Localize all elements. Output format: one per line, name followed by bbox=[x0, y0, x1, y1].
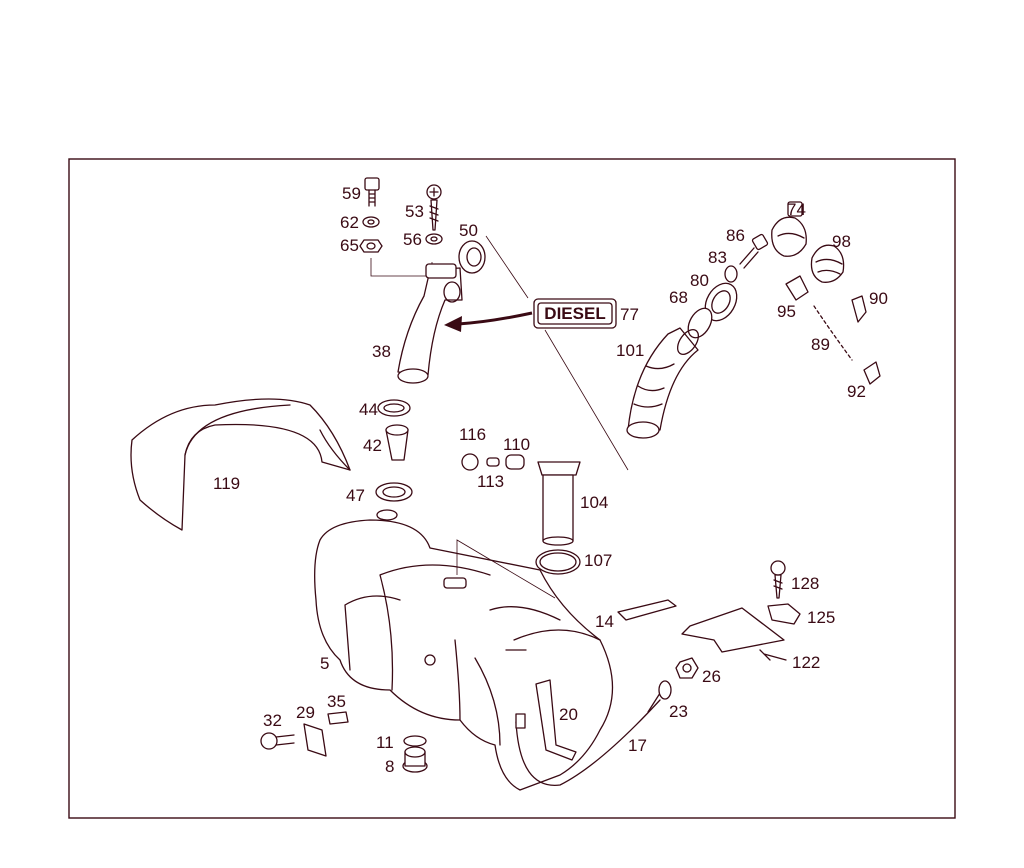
washer-56 bbox=[425, 233, 443, 245]
diesel-arrow bbox=[457, 311, 533, 326]
seal-11 bbox=[403, 735, 427, 747]
bolt-86 bbox=[739, 233, 769, 269]
filler-neck-38 bbox=[397, 263, 463, 384]
label-17: 17 bbox=[628, 736, 647, 755]
label-44: 44 bbox=[359, 400, 378, 419]
filler-hose-101 bbox=[626, 327, 700, 439]
hose-42 bbox=[385, 424, 409, 461]
label-26: 26 bbox=[702, 667, 721, 686]
seal-107 bbox=[535, 549, 581, 575]
label-56: 56 bbox=[403, 230, 422, 249]
nut-116 bbox=[461, 453, 479, 471]
label-62: 62 bbox=[340, 213, 359, 232]
fuel-tank-5 bbox=[314, 509, 614, 791]
chain-89 bbox=[813, 305, 853, 361]
label-14: 14 bbox=[595, 612, 614, 631]
label-104: 104 bbox=[580, 493, 608, 512]
shield-plate-122 bbox=[681, 607, 787, 661]
bolt-32 bbox=[260, 732, 295, 750]
label-47: 47 bbox=[346, 486, 365, 505]
washer-23 bbox=[658, 680, 672, 700]
clip-125 bbox=[767, 603, 801, 625]
label-65: 65 bbox=[340, 236, 359, 255]
clip-92 bbox=[863, 361, 881, 385]
diesel-badge-77: DIESEL bbox=[533, 298, 617, 329]
sender-unit-104 bbox=[537, 461, 581, 546]
clip-95 bbox=[785, 275, 809, 301]
label-86: 86 bbox=[726, 226, 745, 245]
hose-clamp-47 bbox=[375, 482, 413, 502]
label-59: 59 bbox=[342, 184, 361, 203]
plug-8 bbox=[402, 746, 428, 773]
sleeve-110 bbox=[505, 454, 525, 470]
label-101: 101 bbox=[616, 341, 644, 360]
label-83: 83 bbox=[708, 248, 727, 267]
label-98: 98 bbox=[832, 232, 851, 251]
label-95: 95 bbox=[777, 302, 796, 321]
screw-128 bbox=[770, 560, 786, 599]
label-90: 90 bbox=[869, 289, 888, 308]
label-5: 5 bbox=[320, 654, 329, 673]
label-50: 50 bbox=[459, 221, 478, 240]
label-68: 68 bbox=[669, 288, 688, 307]
label-107: 107 bbox=[584, 551, 612, 570]
heat-shield-119 bbox=[130, 398, 351, 531]
label-42: 42 bbox=[363, 436, 382, 455]
tank-strap-20 bbox=[535, 679, 577, 761]
label-80: 80 bbox=[690, 271, 709, 290]
label-32: 32 bbox=[263, 711, 282, 730]
clip-35 bbox=[327, 711, 349, 725]
label-77: 77 bbox=[620, 305, 639, 324]
label-23: 23 bbox=[669, 702, 688, 721]
label-89: 89 bbox=[811, 335, 830, 354]
label-116: 116 bbox=[459, 425, 486, 444]
strip-14 bbox=[617, 599, 677, 621]
label-74: 74 bbox=[787, 200, 806, 219]
bolt-59 bbox=[364, 177, 380, 207]
label-11: 11 bbox=[376, 733, 394, 752]
label-128: 128 bbox=[791, 574, 819, 593]
screw-53 bbox=[426, 184, 442, 231]
label-20: 20 bbox=[559, 705, 578, 724]
label-29: 29 bbox=[296, 703, 315, 722]
bracket-29 bbox=[303, 723, 327, 757]
label-125: 125 bbox=[807, 608, 835, 627]
filler-cap-74 bbox=[771, 201, 807, 257]
label-110: 110 bbox=[503, 435, 530, 454]
label-122: 122 bbox=[792, 653, 820, 672]
nut-65 bbox=[359, 239, 383, 253]
diagram-frame bbox=[68, 158, 956, 819]
label-113: 113 bbox=[477, 472, 504, 491]
flange-80 bbox=[704, 282, 738, 322]
label-8: 8 bbox=[385, 757, 394, 776]
filler-cap-98 bbox=[810, 244, 845, 283]
washer-62 bbox=[362, 216, 380, 228]
diesel-badge-text: DIESEL bbox=[544, 304, 605, 323]
nut-26 bbox=[675, 657, 699, 679]
label-35: 35 bbox=[327, 692, 346, 711]
label-119: 119 bbox=[213, 474, 240, 493]
label-53: 53 bbox=[405, 202, 424, 221]
label-38: 38 bbox=[372, 342, 391, 361]
bracket-90 bbox=[851, 295, 867, 323]
hose-clamp-44 bbox=[377, 399, 411, 417]
grommet-50 bbox=[458, 240, 486, 274]
diesel-arrowhead bbox=[444, 316, 462, 332]
label-92: 92 bbox=[847, 382, 866, 401]
spacer-113 bbox=[486, 457, 500, 467]
washer-83 bbox=[724, 265, 738, 283]
